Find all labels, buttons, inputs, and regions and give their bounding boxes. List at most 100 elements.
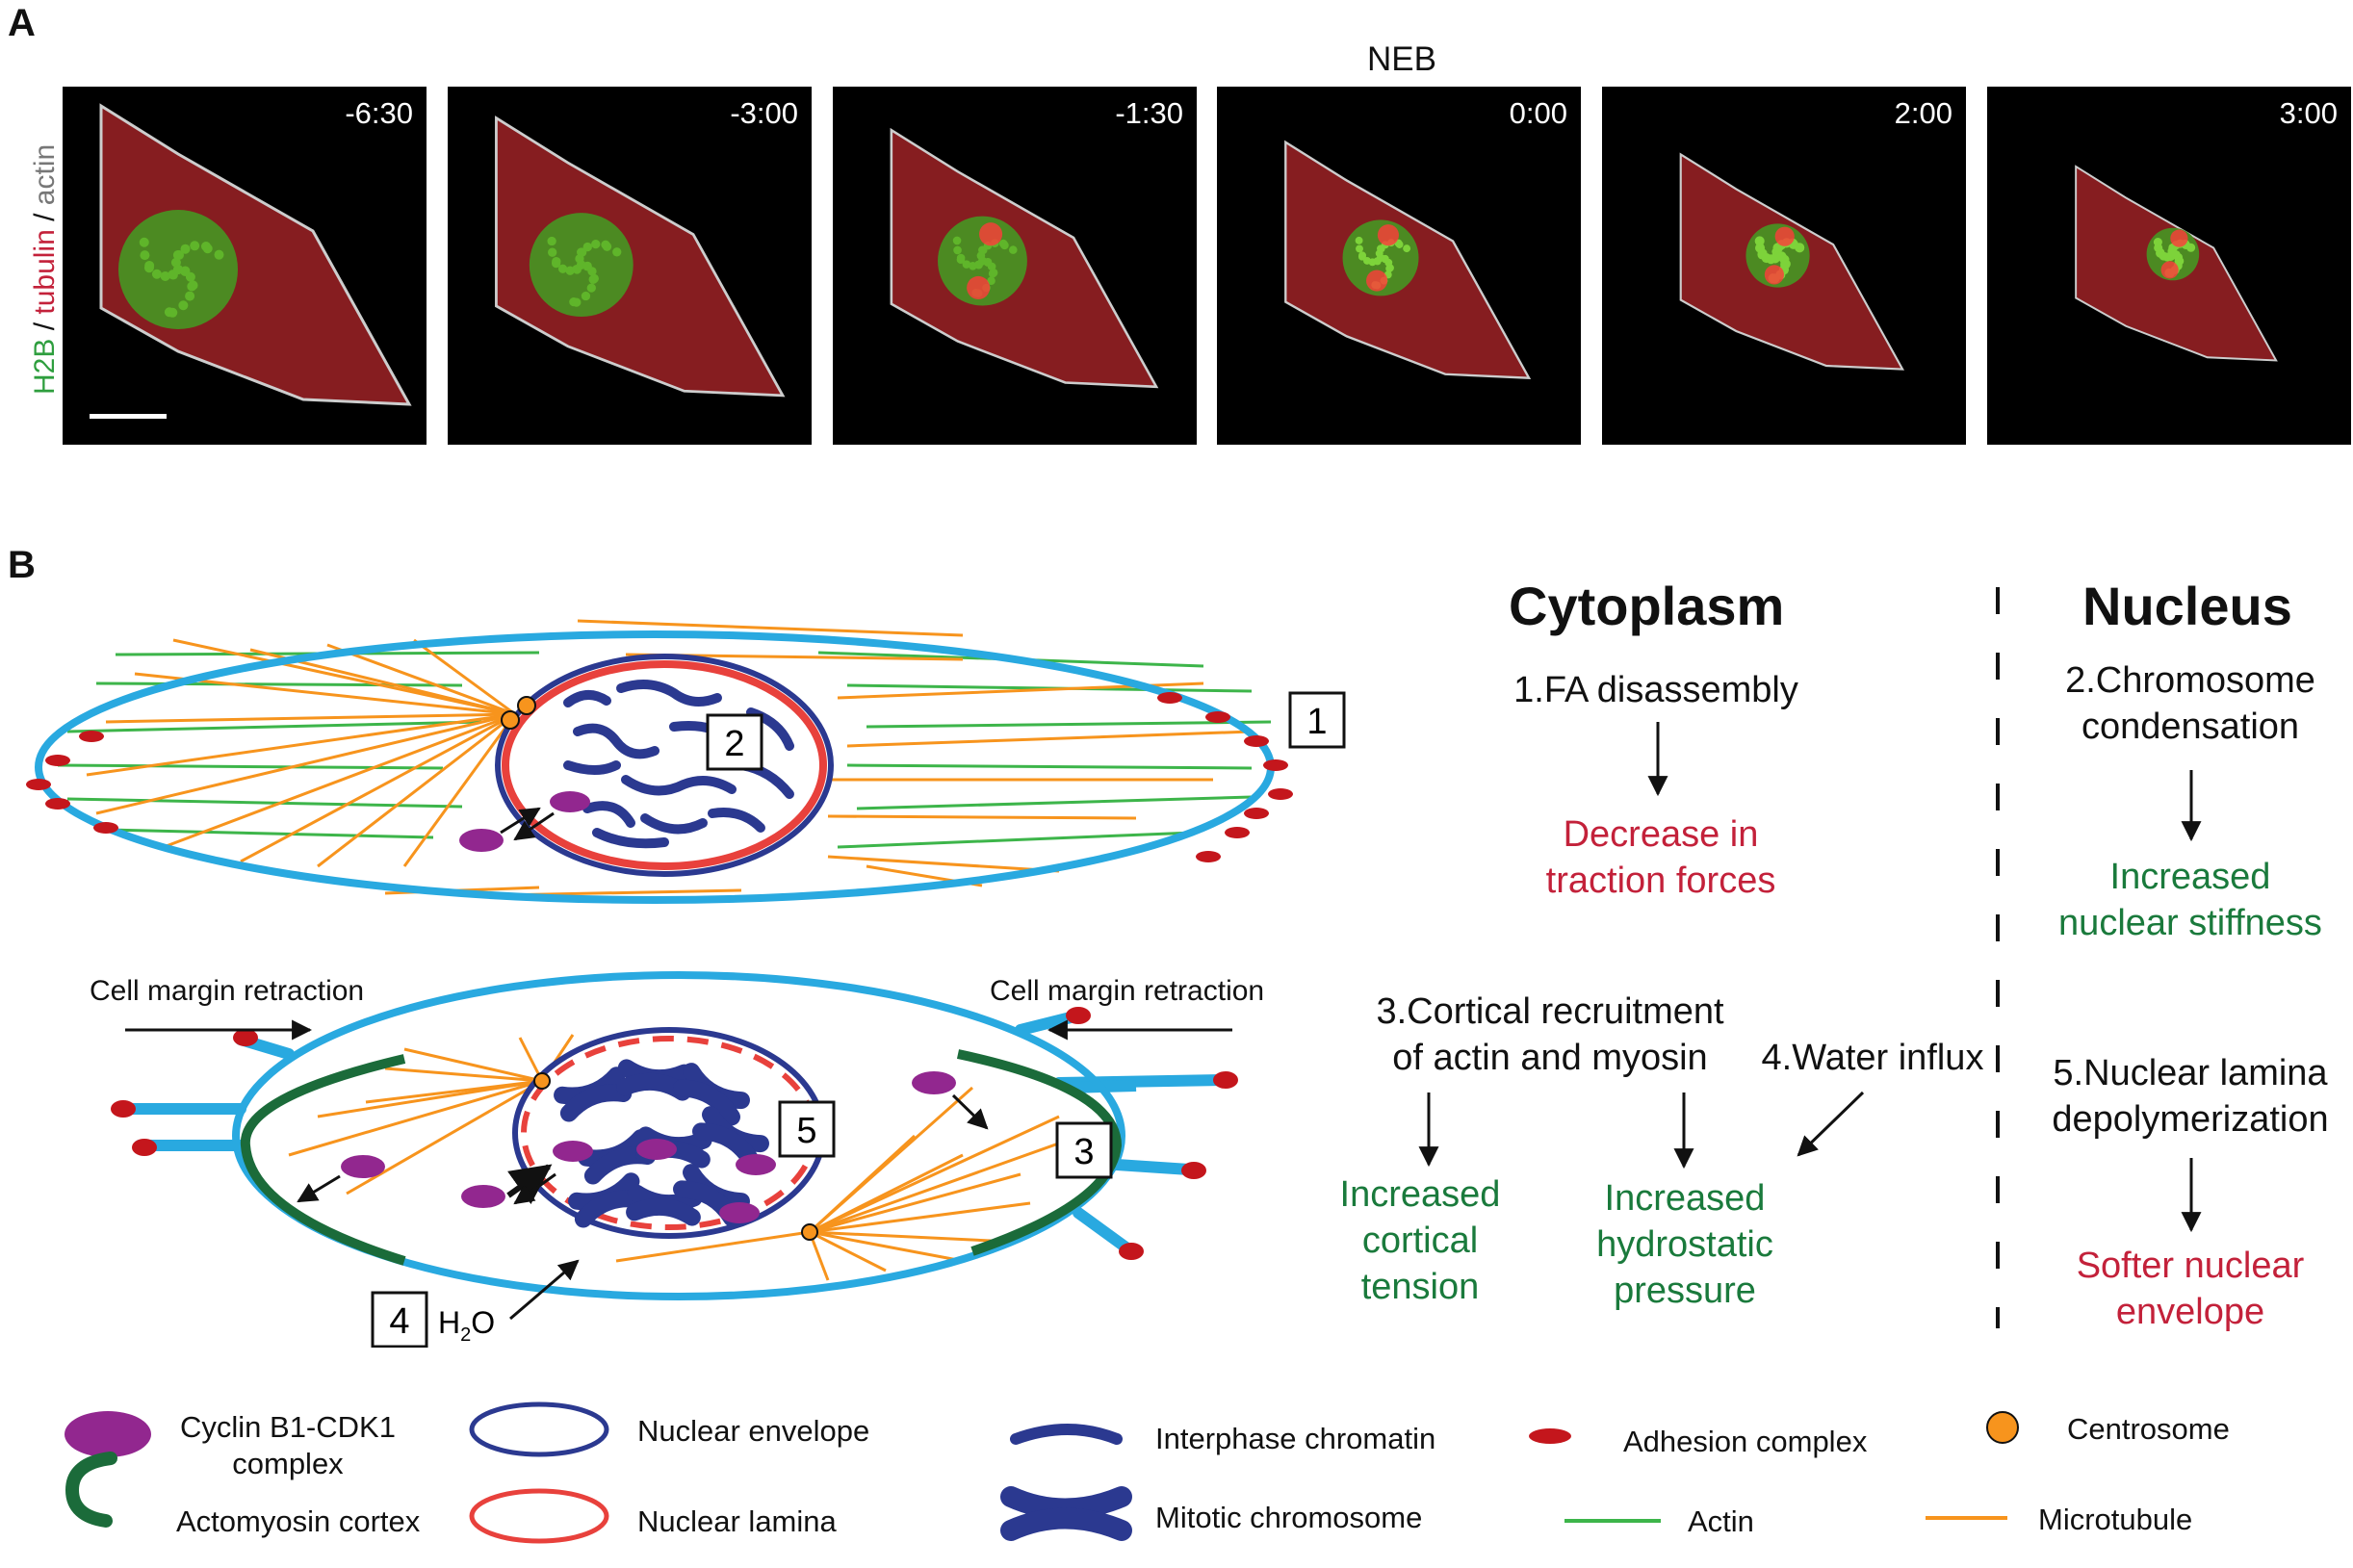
cortex-left: [240, 1054, 406, 1266]
bot-cyclin-4: [719, 1202, 760, 1223]
interphase-cell: [26, 619, 1293, 904]
result-5-line-1: Softer nuclear: [2076, 1246, 2305, 1286]
mitotic-chromosomes: [554, 1059, 769, 1228]
bot-cyclin-arrow-right: [951, 1093, 989, 1130]
bot-cyclin-3: [736, 1154, 776, 1175]
step-5-line-1: 5.Nuclear lamina: [2053, 1053, 2328, 1093]
result-1-line-1: Decrease in: [1563, 814, 1759, 855]
arrow-4: [1797, 1091, 1865, 1157]
bot-cyclin-7: [912, 1071, 956, 1094]
cortex-right: [956, 1049, 1123, 1256]
retraction-fibers: [111, 1007, 1238, 1260]
cell-schematic: 1 2 3 4 5 H2O: [26, 619, 1346, 1348]
legend-cortex-swatch: [65, 1452, 117, 1528]
legend-envelope-swatch: [469, 1401, 609, 1457]
micrograph-tile: 0:00: [1217, 87, 1581, 445]
cytoplasm-heading: Cytoplasm: [1509, 576, 1785, 636]
legend-mitotic-swatch: [1000, 1486, 1132, 1541]
bot-cyclin-5: [461, 1185, 505, 1208]
nucleus-heading: Nucleus: [2082, 576, 2292, 636]
timepoint-label: 3:00: [2279, 96, 2338, 130]
panel-b-letter: B: [8, 544, 36, 586]
step-4: 4.Water influx: [1761, 1038, 1984, 1078]
micrograph-tile: 3:00: [1987, 87, 2351, 445]
step-1: 1.FA disassembly: [1513, 670, 1798, 710]
timepoint-label: -6:30: [345, 96, 413, 130]
result-3-line-1: Increased: [1339, 1174, 1501, 1215]
micrograph-tile: -3:00: [448, 87, 812, 445]
timepoint-label: 2:00: [1894, 96, 1952, 130]
neb-label: NEB: [1367, 40, 1436, 78]
legend-interphase-label: Interphase chromatin: [1155, 1422, 1436, 1455]
step-5: 5.Nuclear lamina depolymerization: [2031, 1050, 2349, 1143]
legend-lamina-label: Nuclear lamina: [637, 1504, 837, 1538]
bot-import-arrow-2: [513, 1172, 556, 1205]
result-2: Increased nuclear stiffness: [2012, 854, 2353, 946]
result-4: Increased hydrostatic pressure: [1555, 1175, 1815, 1314]
result-4-line-2: hydrostatic: [1596, 1224, 1773, 1265]
step-3-line-2: of actin and myosin: [1392, 1038, 1708, 1078]
bottom-cell-membrane: [232, 971, 1125, 1300]
bot-cyclin-1: [553, 1141, 593, 1162]
result-1: Decrease in traction forces: [1444, 811, 1877, 904]
step-2-line-1: 2.Chromosome: [2065, 660, 2315, 701]
timepoint-label: 0:00: [1509, 96, 1567, 130]
channel-sep-2: /: [29, 205, 61, 230]
bot-cyclin-6: [341, 1155, 385, 1178]
legend-interphase-swatch: [1010, 1424, 1123, 1445]
scale-bar: [90, 414, 167, 419]
top-nuclear-lamina: [502, 660, 827, 870]
step-3: 3.Cortical recruitment of actin and myos…: [1338, 989, 1762, 1081]
micrograph-tile: -1:30: [833, 87, 1197, 445]
water-influx-arrow: [509, 1259, 580, 1321]
result-5-line-2: envelope: [2115, 1292, 2265, 1332]
svg-text:5: 5: [796, 1111, 816, 1151]
step-2: 2.Chromosome condensation: [2031, 657, 2349, 750]
svg-text:3: 3: [1073, 1132, 1094, 1172]
legend-cyclin-label: Cyclin B1-CDK1 complex: [180, 1409, 396, 1482]
top-cyclin-2: [459, 829, 504, 852]
step-5-line-2: depolymerization: [2052, 1099, 2329, 1140]
top-import-arrow-2: [500, 807, 541, 835]
top-centrosome-1: [501, 710, 520, 730]
box-4: 4: [371, 1291, 428, 1348]
step-3-line-1: 3.Cortical recruitment: [1376, 991, 1724, 1032]
micrograph-tile: 2:00: [1602, 87, 1966, 445]
bot-centrosome-2: [801, 1223, 818, 1241]
retraction-label-right: Cell margin retraction: [990, 975, 1265, 1007]
legend-cortex-label: Actomyosin cortex: [176, 1504, 421, 1538]
retraction-label-left: Cell margin retraction: [90, 975, 365, 1007]
box-2: 2: [706, 713, 763, 771]
channel-h2b: H2B: [29, 338, 61, 395]
panel-a-letter: A: [8, 2, 36, 44]
svg-text:4: 4: [389, 1301, 409, 1342]
box-1: 1: [1288, 691, 1346, 749]
legend-actin-label: Actin: [1688, 1504, 1754, 1538]
top-adhesion-complexes: [26, 692, 1293, 862]
result-3: Increased cortical tension: [1309, 1171, 1531, 1310]
step-2-line-2: condensation: [2081, 707, 2300, 747]
result-2-line-2: nuclear stiffness: [2058, 903, 2322, 943]
legend-adhesion-swatch: [1529, 1428, 1571, 1444]
result-2-line-1: Increased: [2109, 857, 2271, 897]
legend-microtubule-label: Microtubule: [2038, 1503, 2193, 1536]
flow-arrows: [1418, 722, 2202, 1233]
bot-centrosome-1: [533, 1072, 551, 1090]
timepoint-label: -3:00: [730, 96, 798, 130]
bot-cyclin-arrow-left: [297, 1174, 341, 1203]
legend-centrosome-swatch: [1986, 1411, 2019, 1444]
legend-centrosome-label: Centrosome: [2067, 1412, 2230, 1446]
svg-text:2: 2: [724, 724, 744, 764]
result-4-line-3: pressure: [1614, 1271, 1756, 1311]
legend-mitotic-label: Mitotic chromosome: [1155, 1501, 1423, 1534]
channel-actin: actin: [29, 143, 61, 206]
water-label: H2O: [438, 1305, 495, 1346]
legend-adhesion-label: Adhesion complex: [1623, 1425, 1868, 1458]
box-5: 5: [778, 1100, 836, 1158]
top-microtubules: [86, 619, 1253, 897]
result-3-line-2: cortical: [1361, 1221, 1479, 1261]
legend-cyclin-swatch: [65, 1411, 151, 1457]
channel-label: H2B / tubulin / actin: [29, 106, 67, 395]
legend-envelope-label: Nuclear envelope: [637, 1414, 870, 1448]
